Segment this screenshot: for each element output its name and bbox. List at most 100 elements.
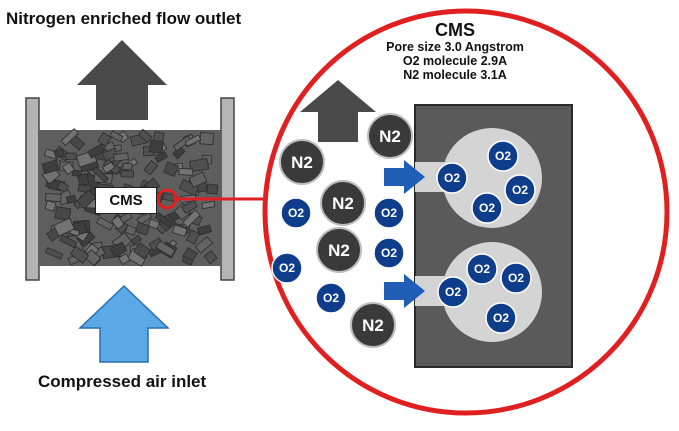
cms-pellet	[147, 218, 161, 230]
cms-pellet	[45, 193, 62, 203]
cms-pellet	[199, 132, 215, 146]
cms-pellet	[91, 166, 110, 183]
cms-n2-size: N2 molecule 3.1A	[403, 68, 507, 82]
o2-molecule-label: O2	[288, 206, 304, 220]
cms-pellet	[45, 247, 64, 260]
cms-pellet	[59, 234, 78, 249]
cms-pellet	[143, 160, 159, 176]
o2-molecule-label: O2	[279, 261, 295, 275]
cms-pellet	[181, 199, 198, 214]
o2-molecule	[487, 140, 519, 172]
o2-molecule	[373, 237, 405, 269]
zoom-source-circle	[156, 188, 178, 210]
o2-molecule	[436, 162, 468, 194]
o2-molecule-label: O2	[479, 201, 495, 215]
o2-molecule	[280, 197, 312, 229]
inlet-label: Compressed air inlet	[38, 372, 207, 391]
o2-molecule-label: O2	[495, 149, 511, 163]
o2-molecule	[485, 302, 517, 334]
column-right-plate	[220, 97, 235, 281]
cms-pellet	[130, 234, 142, 246]
o2-molecule-label: O2	[445, 285, 461, 299]
o2-molecule-label: O2	[323, 291, 339, 305]
o2-molecule	[271, 252, 303, 284]
o2-molecule	[500, 262, 532, 294]
cms-pellet	[83, 248, 102, 267]
cms-pellet	[113, 152, 129, 162]
cms-pellet	[56, 181, 70, 193]
o2-molecule	[373, 197, 405, 229]
cms-pellet	[76, 189, 97, 210]
o2-molecule-label: O2	[381, 246, 397, 260]
cms-pellet	[41, 159, 60, 175]
cms-pellet	[154, 151, 169, 164]
cms-pellet	[120, 170, 135, 178]
o2-molecule-label: O2	[493, 311, 509, 325]
cms-pellet	[44, 200, 57, 212]
o2-molecule	[471, 192, 503, 224]
o2-molecule-label: O2	[381, 206, 397, 220]
cms-pellet	[196, 224, 213, 236]
cms-pellet	[194, 236, 214, 254]
o2-molecule-label: O2	[512, 183, 528, 197]
cms-pellet	[134, 221, 151, 236]
o2-molecule	[466, 253, 498, 285]
cms-pellet	[203, 250, 218, 265]
n2-molecule-label: N2	[332, 194, 354, 213]
cms-pellet	[188, 171, 208, 188]
cms-pellet	[163, 161, 180, 177]
cms-pellet	[171, 224, 188, 237]
flow-arrow-lower	[384, 274, 425, 308]
zoom-outlet-arrow	[300, 80, 376, 142]
cms-pellet	[54, 206, 72, 221]
cms-info-block: CMS Pore size 3.0 Angstrom O2 molecule 2…	[355, 20, 555, 82]
inlet-arrow	[78, 284, 170, 363]
cms-pellet	[185, 229, 200, 245]
n2-molecule	[279, 139, 325, 185]
cms-pellet	[61, 161, 76, 176]
o2-molecule-label: O2	[508, 271, 524, 285]
cms-pellet	[53, 217, 75, 237]
n2-molecule	[316, 227, 362, 273]
cms-pellet	[101, 161, 116, 174]
cms-pellet	[87, 143, 106, 159]
cms-pellet	[188, 157, 210, 173]
cms-pellet	[155, 240, 176, 258]
cms-pellet	[172, 135, 192, 152]
cms-pellet	[119, 211, 133, 224]
cms-pellet	[124, 224, 138, 236]
o2-molecule-label: O2	[444, 171, 460, 185]
n2-molecule-label: N2	[362, 316, 384, 335]
cms-pellet	[95, 216, 114, 231]
cms-pellet	[60, 128, 79, 146]
cms-pellet	[206, 183, 219, 195]
cms-pellet	[133, 242, 151, 260]
cms-o2-size: O2 molecule 2.9A	[402, 54, 508, 68]
column-left-plate	[25, 97, 40, 281]
cms-column-label: CMS	[95, 187, 157, 214]
cms-pore-size: Pore size 3.0 Angstrom	[386, 40, 524, 54]
cms-pellet	[181, 256, 194, 266]
cms-pellet	[122, 163, 133, 171]
cms-pellet	[53, 148, 66, 159]
cms-pellet	[109, 130, 124, 143]
cms-pellet	[178, 167, 194, 176]
cms-pellet	[137, 128, 153, 143]
cms-pellet	[109, 241, 128, 258]
cms-pellet	[101, 147, 118, 162]
outlet-label: Nitrogen enriched flow outlet	[6, 9, 242, 28]
o2-molecule	[315, 282, 347, 314]
cms-pellet	[182, 209, 201, 228]
cms-pellet	[118, 253, 131, 266]
flow-arrow-upper	[384, 160, 425, 194]
o2-molecule-label: O2	[474, 262, 490, 276]
cms-info-title: CMS	[435, 20, 475, 40]
cms-pellet	[154, 212, 174, 228]
n2-molecule	[350, 302, 396, 348]
cms-pellet	[184, 134, 202, 147]
cms-pellet	[69, 245, 90, 264]
o2-molecule	[504, 174, 536, 206]
n2-molecule-label: N2	[328, 241, 350, 260]
